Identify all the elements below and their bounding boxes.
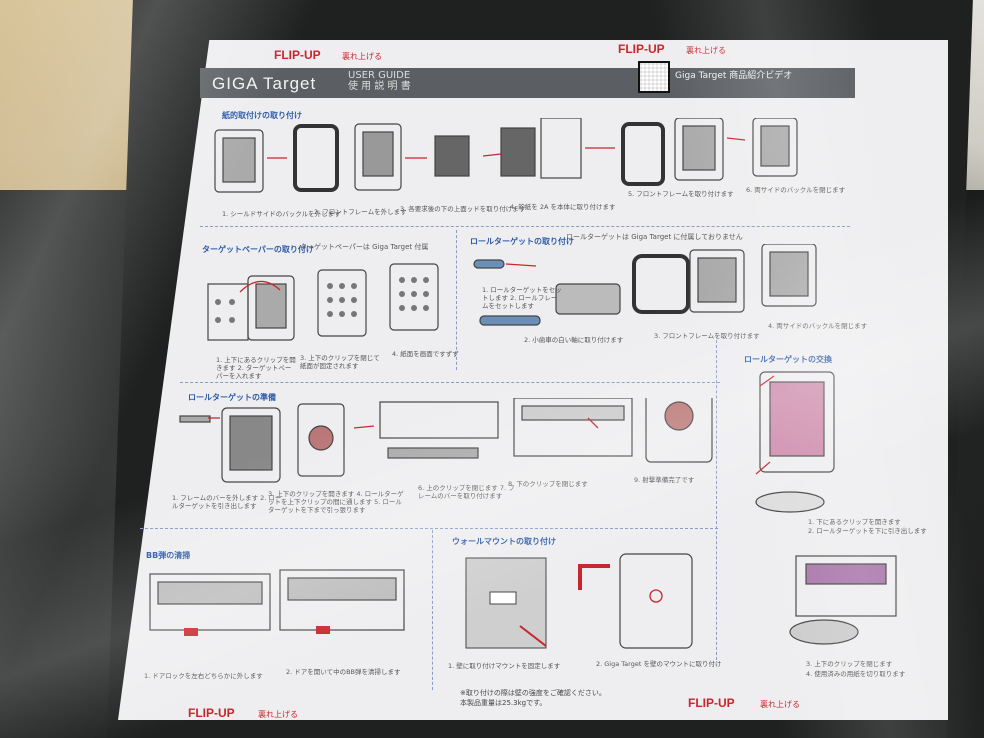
- user-guide-ja: 使 用 説 明 書: [348, 81, 411, 92]
- frame-step-5: 5. フロントフレームを取り付けます: [628, 190, 734, 198]
- wall-step-1: 1. 壁に取り付けマウントを固定します: [448, 662, 561, 670]
- section-title-paper: ターゲットペーパーの取り付け: [202, 245, 314, 254]
- roll-prep-step-1: 1. フレームのバーを外します 2. ロールターゲットを引き出します: [172, 494, 282, 510]
- footer-flip-up-left: FLIP-UP: [188, 706, 235, 720]
- roll-step-1: 1. ロールターゲットをセットします 2. ロールフレームをセットします: [482, 286, 562, 310]
- roll-prep-step-2: 3. 上下のクリップを開きます 4. ロールターゲットを上下クリップの間に通しま…: [268, 490, 404, 514]
- roll-change-step-2: 2. ロールターゲットを下に引き出します: [808, 527, 927, 535]
- bb-step-2: 2. ドアを開いて中のBB弾を清掃します: [286, 668, 401, 676]
- bb-step-1: 1. ドアロックを左右どちらかに外します: [144, 672, 263, 680]
- vdivider-1: [456, 230, 457, 370]
- roll-change-step-1: 1. 下にあるクリップを開きます: [808, 518, 901, 526]
- footer-flip-up-right: FLIP-UP: [688, 696, 735, 710]
- roll-change-step-3: 3. 上下のクリップを閉じます: [806, 660, 893, 668]
- footer-flip-up-sub-right: 裏れ上げる: [760, 700, 800, 709]
- section-title-frame-mount: 紙的取付けの取り付け: [222, 111, 302, 120]
- frame-step-6: 6. 両サイドのバックルを閉じます: [746, 186, 846, 194]
- vdivider-3: [432, 530, 433, 690]
- divider-1: [200, 226, 850, 227]
- frame-step-1: 1. シールドサイドのバックルを外します: [222, 210, 341, 218]
- roll-step-4: 4. 両サイドのバックルを閉じます: [768, 322, 868, 330]
- roll-change-step-4: 4. 使用済みの用紙を切り取ります: [806, 670, 906, 678]
- frame-mount-illustrations: [214, 118, 798, 193]
- roll-subtitle: ロールターゲットは Giga Target に付属しておりません: [566, 233, 743, 241]
- roll-illustrations: [473, 244, 817, 326]
- paper-illustrations: [207, 263, 439, 341]
- user-guide-label: USER GUIDE 使 用 説 明 書: [348, 70, 411, 92]
- guide-title: GIGA Target: [212, 74, 317, 93]
- roll-prep-illustrations: [179, 398, 713, 483]
- roll-step-3: 3. フロントフレームを取り付けます: [654, 332, 760, 340]
- flip-up-label-left: FLIP-UP: [274, 48, 321, 62]
- wall-step-2: 2. Giga Target を壁のマウントに取り付け: [596, 660, 722, 668]
- wall-notes: ※取り付けの際は壁の強度をご確認ください。 本製品重量は25.3kgです。: [460, 688, 606, 708]
- paper-step-2: 3. 上下のクリップを閉じて 紙面が固定されます: [300, 354, 380, 370]
- bb-clean-illustrations: [149, 569, 405, 636]
- paper-step-3: 4. 紙面を画面ですずず: [392, 350, 459, 358]
- flip-up-sub-right: 裏れ上げる: [686, 46, 726, 55]
- wall-note-1: ※取り付けの際は壁の強度をご確認ください。: [460, 689, 606, 697]
- section-title-wall-mount: ウォールマウントの取り付け: [452, 537, 556, 546]
- guide-header-band: [200, 68, 855, 98]
- paper-step-1: 1. 上下にあるクリップを開きます 2. ターゲットペーパーを入れます: [216, 356, 296, 380]
- vdivider-2: [716, 340, 717, 660]
- roll-prep-step-5: 9. 射撃準備完了です: [634, 476, 695, 484]
- frame-step-4: 4. 的紙を 2A を本体に取り付けます: [510, 203, 616, 211]
- footer-flip-up-sub-left: 裏れ上げる: [258, 710, 298, 719]
- section-title-roll-prep: ロールターゲットの準備: [188, 393, 276, 402]
- video-label: Giga Target 商品紹介ビデオ: [675, 71, 793, 81]
- wall-note-2: 本製品重量は25.3kgです。: [460, 699, 547, 707]
- flip-up-sub-left: 裏れ上げる: [342, 52, 382, 61]
- roll-prep-step-4: 8. 下のクリップを閉じます: [508, 480, 588, 488]
- roll-prep-step-3: 6. 上のクリップを閉じます 7. フレームのバーを取り付けます: [418, 484, 515, 500]
- section-title-roll: ロールターゲットの取り付け: [470, 237, 574, 246]
- frame-step-2: 2. フロントフレームを外します: [314, 208, 407, 216]
- roll-step-2: 2. 小歯車の白い軸に取り付けます: [524, 336, 624, 344]
- flip-up-label-right: FLIP-UP: [618, 42, 665, 56]
- roll-change-illustrations: [755, 371, 897, 645]
- qr-code-icon: [638, 61, 670, 93]
- section-title-bb-clean: BB弾の清掃: [146, 551, 191, 560]
- paper-subtitle: ターゲットペーパーは Giga Target 付属: [300, 243, 429, 251]
- frame-step-3: 3. 各要求後の下の上面ッドを取り付けます: [400, 205, 526, 213]
- section-title-roll-change: ロールターゲットの交換: [744, 355, 832, 364]
- wall-mount-illustrations: [465, 553, 693, 649]
- divider-3: [140, 528, 718, 529]
- user-guide-en: USER GUIDE: [348, 70, 411, 81]
- divider-2: [180, 382, 720, 383]
